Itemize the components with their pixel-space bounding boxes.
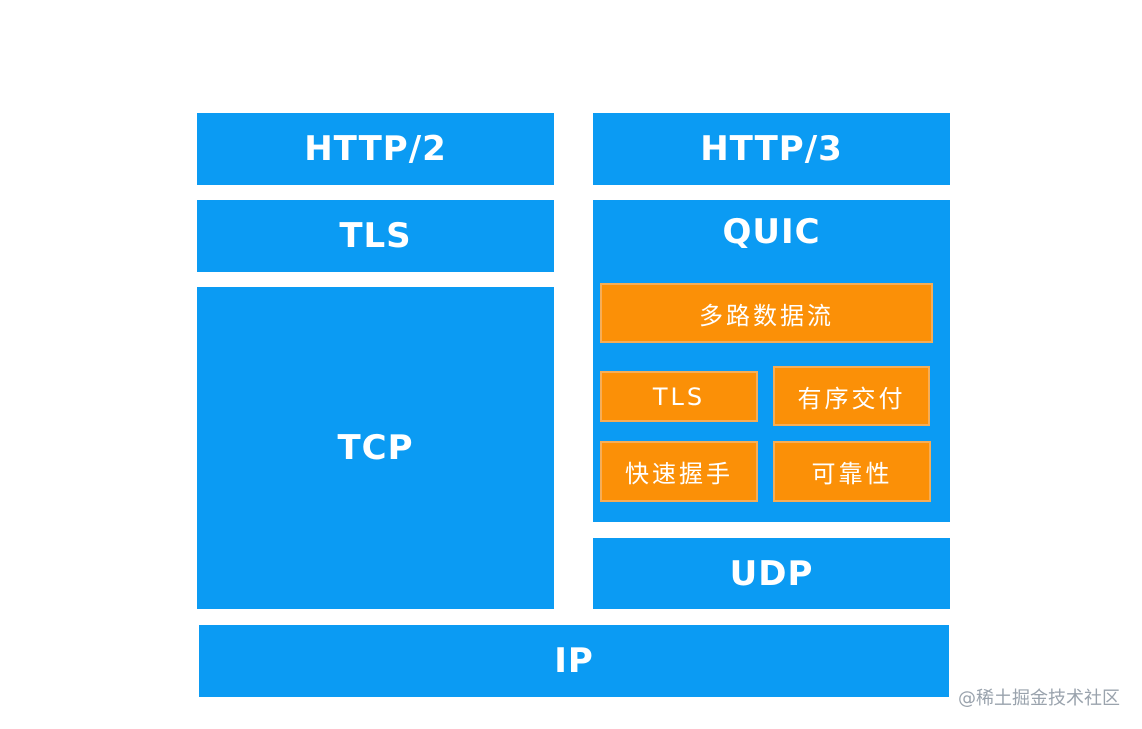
tls-layer-left: TLS — [197, 200, 554, 272]
tcp-label: TCP — [337, 428, 414, 468]
ordered-delivery-box: 有序交付 — [773, 366, 930, 426]
reliability-box: 可靠性 — [773, 441, 931, 502]
tls-label-left: TLS — [339, 216, 412, 256]
tcp-layer: TCP — [197, 287, 554, 609]
quic-label: QUIC — [722, 212, 821, 252]
udp-label: UDP — [729, 553, 814, 594]
http3-layer: HTTP/3 — [593, 113, 950, 185]
http2-label: HTTP/2 — [304, 129, 447, 169]
udp-layer: UDP — [593, 538, 950, 609]
ip-label: IP — [554, 641, 594, 681]
fast-handshake-box: 快速握手 — [600, 441, 758, 502]
http3-label: HTTP/3 — [700, 129, 843, 169]
watermark-text: @稀土掘金技术社区 — [958, 688, 1120, 709]
http2-layer: HTTP/2 — [197, 113, 554, 185]
multiplexed-streams-label: 多路数据流 — [699, 301, 834, 330]
multiplexed-streams-box: 多路数据流 — [600, 283, 933, 343]
quic-tls-box: TLS — [600, 371, 758, 422]
fast-handshake-label: 快速握手 — [625, 460, 733, 488]
ip-layer: IP — [199, 625, 949, 697]
reliability-label: 可靠性 — [811, 460, 893, 488]
quic-tls-label: TLS — [652, 382, 706, 411]
ordered-delivery-label: 有序交付 — [797, 384, 906, 413]
